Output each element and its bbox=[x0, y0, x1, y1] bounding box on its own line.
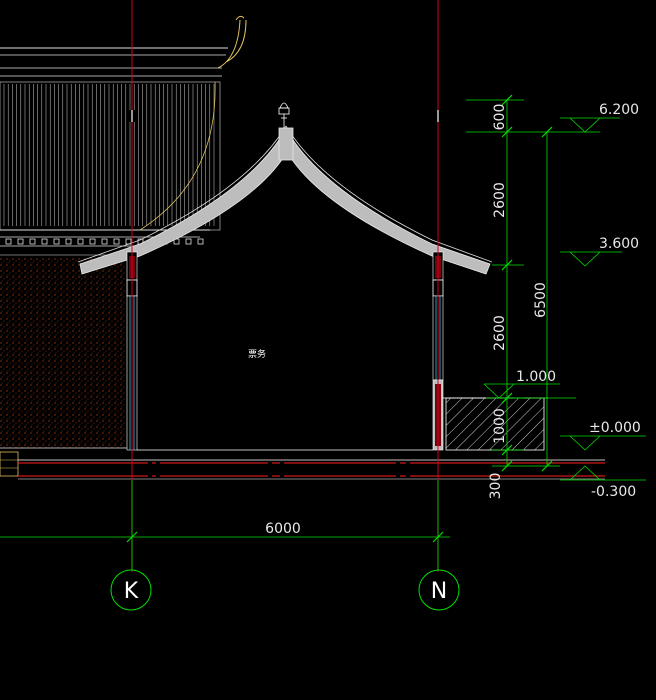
roof-right-slope bbox=[285, 130, 491, 275]
svg-text:-0.300: -0.300 bbox=[591, 484, 636, 500]
svg-text:6500: 6500 bbox=[533, 282, 549, 318]
ground-line bbox=[18, 459, 605, 480]
svg-text:2600: 2600 bbox=[492, 315, 508, 351]
svg-text:±0.000: ±0.000 bbox=[589, 420, 641, 436]
elevation-3600 bbox=[560, 251, 622, 267]
elevation-0000 bbox=[560, 435, 646, 451]
svg-text:300: 300 bbox=[488, 473, 504, 500]
svg-text:6000: 6000 bbox=[265, 521, 301, 537]
axis-bubble-k: K bbox=[110, 569, 152, 611]
axis-lines bbox=[129, 0, 441, 572]
roof-finial bbox=[278, 102, 290, 128]
elevation-m0300 bbox=[560, 465, 646, 481]
elevation-labels: 6.200 3.600 1.000 ±0.000 -0.300 bbox=[516, 102, 641, 500]
svg-text:1000: 1000 bbox=[492, 408, 508, 444]
elevation-markers bbox=[483, 117, 646, 481]
svg-text:1.000: 1.000 bbox=[516, 369, 556, 385]
elevation-1000 bbox=[483, 383, 576, 399]
svg-text:6.200: 6.200 bbox=[599, 102, 639, 118]
svg-text:N: N bbox=[431, 579, 447, 604]
axis-bubble-n: N bbox=[418, 569, 460, 611]
room-label: 票务 bbox=[248, 348, 266, 360]
svg-text:3.600: 3.600 bbox=[599, 236, 639, 252]
svg-text:K: K bbox=[124, 579, 139, 604]
svg-text:600: 600 bbox=[492, 104, 508, 131]
background-building bbox=[0, 15, 247, 477]
elevation-6200 bbox=[560, 117, 620, 133]
platform-hatch bbox=[445, 397, 545, 451]
svg-text:2600: 2600 bbox=[492, 182, 508, 218]
horizontal-dimension: 6000 bbox=[0, 521, 450, 543]
roof-left-slope bbox=[79, 130, 289, 275]
